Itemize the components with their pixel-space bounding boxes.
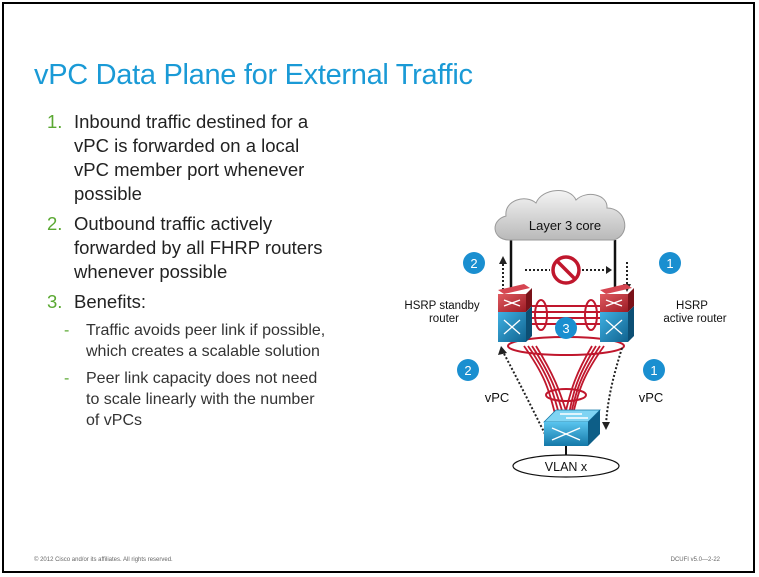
sub-bullet-2: - Peer link capacity does not need to sc… [64,368,377,431]
traffic-arrows-top [502,262,628,290]
bullet-number: 1. [47,111,63,132]
sub-bullet-line: to scale linearly with the number [86,391,315,408]
vpc-right-label: vPC [639,390,664,405]
copyright-footer: © 2012 Cisco and/or its affiliates. All … [34,557,173,563]
sub-bullet-dash: - [64,322,70,339]
svg-text:1: 1 [666,256,673,271]
svg-text:1: 1 [650,363,657,378]
bullet-line: Inbound traffic destined for a [74,111,309,132]
active-router-label-line2: active router [663,313,726,325]
bullet-list: 1. Inbound traffic destined for a vPC is… [47,110,377,435]
svg-text:2: 2 [464,363,471,378]
vpc-member-links [523,345,605,415]
badge-3-middle: 3 [555,317,577,339]
badge-2-bottom: 2 [457,359,479,381]
hsrp-active-router [600,284,634,342]
no-entry-icon [525,255,612,285]
sub-bullet-line: of vPCs [86,412,143,429]
vlan-ellipse: VLAN x [512,454,620,478]
bullet-item-1: 1. Inbound traffic destined for a vPC is… [47,110,377,206]
arrow-up-left-icon [498,346,507,355]
bullet-line: vPC member port whenever [74,159,305,180]
badge-2-top: 2 [463,252,485,274]
arrow-up-icon [499,256,507,264]
active-router-label-line1: HSRP [676,300,708,312]
svg-text:3: 3 [562,321,569,336]
arrow-down-right-icon [602,422,610,430]
bullet-item-2: 2. Outbound traffic actively forwarded b… [47,212,377,284]
traffic-arrows-bottom [501,347,623,435]
core-uplinks [509,240,617,288]
course-code-footer: DCUFI v5.0—2-22 [670,557,720,563]
vpc-left-label: vPC [485,390,510,405]
bullet-number: 2. [47,213,63,234]
bullet-line: vPC is forwarded on a local [74,135,300,156]
svg-text:2: 2 [470,256,477,271]
access-switch [543,409,601,446]
layer3-core-cloud: Layer 3 core [494,190,626,241]
standby-router-label-line2: router [429,313,459,325]
cloud-label: Layer 3 core [529,218,601,233]
standby-router-label-line1: HSRP standby [404,300,479,312]
sub-bullet-dash: - [64,370,70,387]
bullet-number: 3. [47,291,63,312]
sub-bullet-line: which creates a scalable solution [86,343,320,360]
sub-bullet-1: - Traffic avoids peer link if possible, … [64,320,377,362]
bullet-line: Outbound traffic actively [74,213,273,234]
sub-bullet-line: Peer link capacity does not need [86,370,318,387]
hsrp-standby-router [498,284,532,342]
sub-bullet-line: Traffic avoids peer link if possible, [86,322,326,339]
bullet-line: whenever possible [74,261,228,282]
bullet-line: forwarded by all FHRP routers [74,237,323,258]
badge-1-bottom: 1 [643,359,665,381]
badge-1-top: 1 [659,252,681,274]
slide-title: vPC Data Plane for External Traffic [34,59,473,91]
bullet-line: Benefits: [74,291,146,312]
bullet-item-3: 3. Benefits: [47,290,377,314]
vlan-label: VLAN x [545,460,588,474]
vpc-diagram: Layer 3 core [404,190,727,478]
bullet-line: possible [74,183,142,204]
